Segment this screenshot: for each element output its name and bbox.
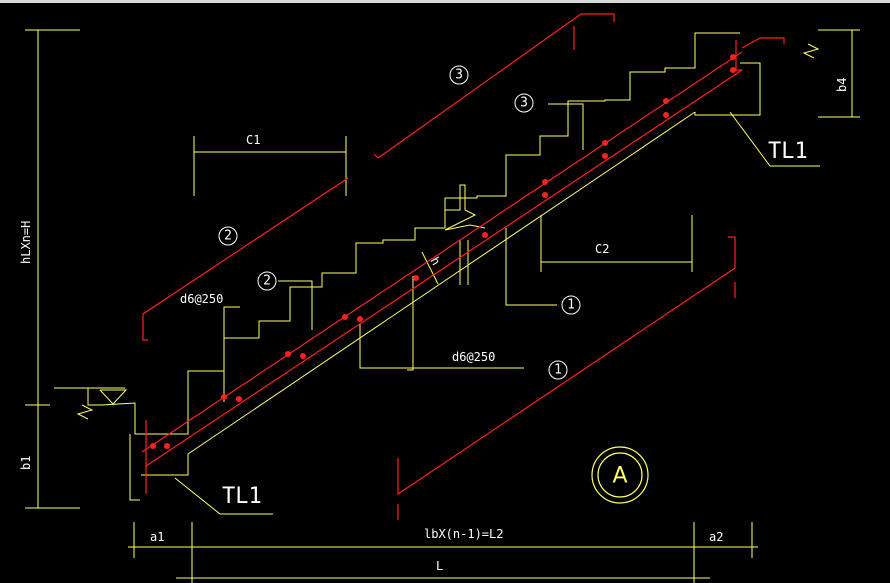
bar-marker-1-large-text: 1 bbox=[554, 363, 562, 378]
rebar-dot bbox=[413, 275, 419, 281]
bar-marker-3-large-text: 3 bbox=[455, 68, 463, 83]
h-label: h bbox=[427, 255, 443, 268]
leader-marker-1-small bbox=[505, 228, 557, 306]
leader-marker-3-small bbox=[548, 103, 584, 150]
rebar-main-bottom bbox=[145, 69, 743, 467]
leader-d6-mid-up bbox=[407, 276, 414, 371]
slab-break-left bbox=[76, 404, 94, 420]
bar-marker-3-large: 3 bbox=[449, 65, 469, 85]
rebar-dot bbox=[221, 394, 227, 400]
rebar bbox=[141, 13, 785, 520]
rebar-dot bbox=[285, 351, 291, 357]
a2-label: a2 bbox=[709, 530, 723, 544]
beam-label-top: TL1 bbox=[768, 139, 808, 164]
rebar-bar-1 bbox=[397, 236, 736, 496]
rebar-top-end bbox=[741, 37, 785, 49]
rebar-dot bbox=[542, 179, 548, 185]
height-label: hLXn=H bbox=[19, 221, 33, 264]
bar-marker-2-small: 2 bbox=[257, 271, 277, 291]
mid-break-symbol bbox=[444, 184, 486, 231]
rebar-dot bbox=[730, 54, 736, 60]
stair-base-left bbox=[129, 434, 140, 501]
h-dim-line bbox=[421, 251, 439, 285]
rebar-dot bbox=[663, 112, 669, 118]
stair-landing-top-right bbox=[694, 62, 761, 116]
rebar-dot bbox=[357, 316, 363, 322]
rebar-dot bbox=[602, 153, 608, 159]
bar-marker-2-large-text: 2 bbox=[224, 229, 232, 244]
bar-marker-3-small-text: 3 bbox=[520, 96, 528, 111]
bar-marker-1-small: 1 bbox=[561, 295, 581, 315]
bar-marker-1-small-text: 1 bbox=[567, 298, 575, 313]
rebar-dot bbox=[150, 443, 156, 449]
section-mark-letter: A bbox=[612, 464, 627, 489]
leader-tl1-top bbox=[729, 111, 820, 167]
dimensions bbox=[25, 29, 860, 583]
stair-soffit bbox=[141, 111, 696, 476]
rebar-dot bbox=[300, 353, 306, 359]
section-mark: A bbox=[591, 446, 649, 504]
bar-marker-2-small-text: 2 bbox=[263, 274, 271, 289]
leader-marker-2-small bbox=[278, 280, 313, 330]
bar-marker-2-large: 2 bbox=[218, 226, 238, 246]
window-top-edge bbox=[0, 0, 890, 3]
rebar-dot bbox=[663, 98, 669, 104]
b1-label: b1 bbox=[19, 456, 33, 470]
rebar-dot bbox=[236, 396, 242, 402]
rebar-dot bbox=[342, 314, 348, 320]
rebar-dot bbox=[730, 67, 736, 73]
rebar-main-top bbox=[141, 51, 743, 453]
rebar-dots bbox=[150, 54, 736, 449]
a1-label: a1 bbox=[150, 530, 164, 544]
bar-marker-3-small: 3 bbox=[514, 93, 534, 113]
landing-left-tri bbox=[99, 389, 128, 405]
rebar-bar-3 bbox=[373, 13, 615, 159]
rebar-bar-2 bbox=[142, 177, 349, 341]
c2-label: C2 bbox=[595, 242, 609, 256]
c1-label: C1 bbox=[246, 133, 260, 147]
leader-d6-left bbox=[223, 306, 240, 402]
rebar-dot bbox=[602, 140, 608, 146]
leader-tl1-bottom bbox=[174, 477, 273, 515]
beam-label-bottom: TL1 bbox=[222, 484, 262, 509]
leader-d6-mid bbox=[359, 324, 524, 369]
stirrup-note-left: d6@250 bbox=[180, 292, 223, 306]
rebar-dot bbox=[542, 192, 548, 198]
bar-marker-1-large: 1 bbox=[548, 360, 568, 380]
stair-outline bbox=[54, 32, 820, 501]
l2-label: lbX(n-1)=L2 bbox=[424, 527, 503, 541]
stirrup-note-mid: d6@250 bbox=[452, 350, 495, 364]
rebar-dot bbox=[164, 443, 170, 449]
rebar-dot bbox=[482, 232, 488, 238]
b4-label: b4 bbox=[835, 78, 849, 92]
l-label: L bbox=[436, 559, 443, 573]
slab-break-right bbox=[802, 43, 820, 59]
stair-steps-outline bbox=[54, 32, 740, 435]
